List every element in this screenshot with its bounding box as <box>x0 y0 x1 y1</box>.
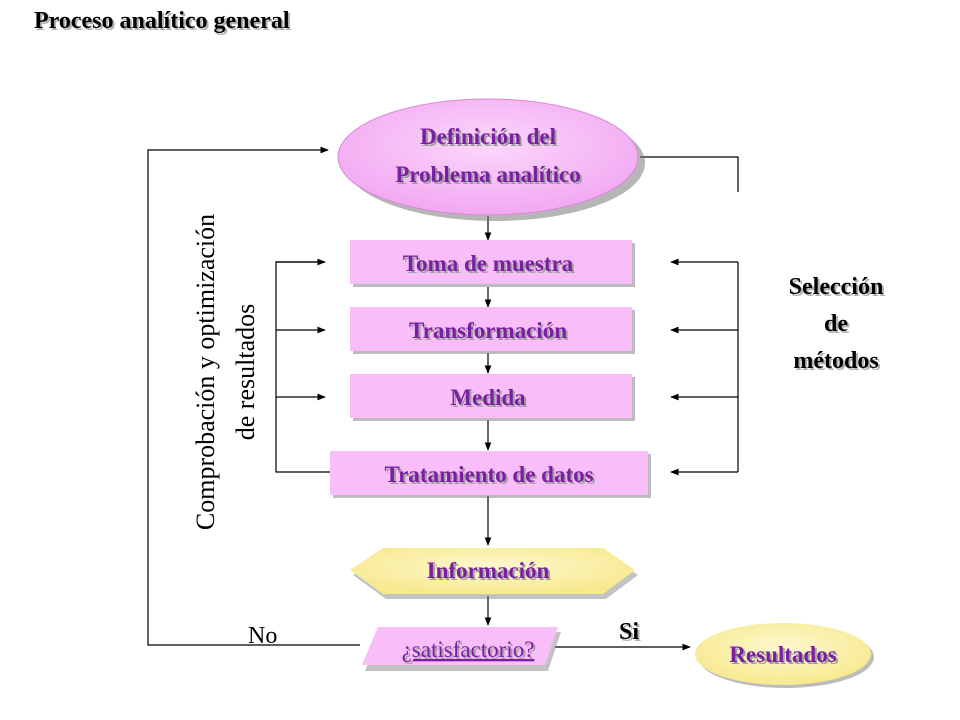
svg-text:¿satisfactorio?: ¿satisfactorio? <box>404 639 537 664</box>
comprobacion-line2: de resultados <box>231 304 260 440</box>
comprobacion-line1: Comprobación y optimización <box>191 214 220 530</box>
svg-text:Problema analítico: Problema analítico <box>397 164 582 189</box>
toma-label: Toma de muestra <box>403 251 574 276</box>
resultados-label: Resultados <box>729 642 836 667</box>
node-medida: Medida Medida <box>350 374 635 421</box>
seleccion-line3: métodos <box>793 348 878 374</box>
definicion-line1: Definición del <box>420 124 556 149</box>
informacion-label: Información <box>427 558 550 583</box>
node-transformacion: Transformación Transformación <box>350 307 635 354</box>
svg-text:métodos: métodos <box>795 350 880 376</box>
medida-label: Medida <box>450 385 526 410</box>
definicion-right-line <box>640 156 739 192</box>
node-informacion: Información Información <box>350 548 638 599</box>
si-label: Si <box>619 619 639 645</box>
svg-text:Toma de muestra: Toma de muestra <box>405 253 576 278</box>
transformacion-label: Transformación <box>409 318 567 343</box>
seleccion-line1: Selección <box>789 274 884 300</box>
svg-text:Transformación: Transformación <box>411 320 569 345</box>
left-bracket-line <box>275 261 330 473</box>
feedback-loop-line <box>147 146 360 646</box>
svg-text:Medida: Medida <box>452 387 528 412</box>
svg-text:Información: Información <box>429 560 552 585</box>
tratamiento-label: Tratamiento de datos <box>384 462 593 487</box>
svg-text:Resultados: Resultados <box>731 644 838 669</box>
svg-text:Tratamiento de datos: Tratamiento de datos <box>386 464 595 489</box>
node-tratamiento: Tratamiento de datos Tratamiento de dato… <box>330 451 651 498</box>
svg-text:Si: Si <box>621 621 641 647</box>
svg-text:Definición del: Definición del <box>422 126 558 151</box>
definicion-line2: Problema analítico <box>395 162 580 187</box>
page-title: Proceso analítico general <box>34 8 290 34</box>
comprobacion-label: Comprobación y optimización de resultado… <box>191 214 260 530</box>
node-toma-de-muestra: Toma de muestra Toma de muestra <box>350 240 635 287</box>
node-satisfactorio: ¿satisfactorio? ¿satisfactorio? <box>362 627 561 671</box>
seleccion-line2: de <box>824 311 848 337</box>
svg-text:de: de <box>826 313 850 339</box>
node-definicion: Definición del Definición del Problema a… <box>337 98 645 221</box>
node-resultados: Resultados Resultados <box>695 623 874 688</box>
svg-text:Selección: Selección <box>791 276 886 302</box>
seleccion-label: Selección Selección de de métodos método… <box>789 274 886 376</box>
satisfactorio-label: ¿satisfactorio? <box>402 637 535 662</box>
no-label: No <box>248 623 277 649</box>
